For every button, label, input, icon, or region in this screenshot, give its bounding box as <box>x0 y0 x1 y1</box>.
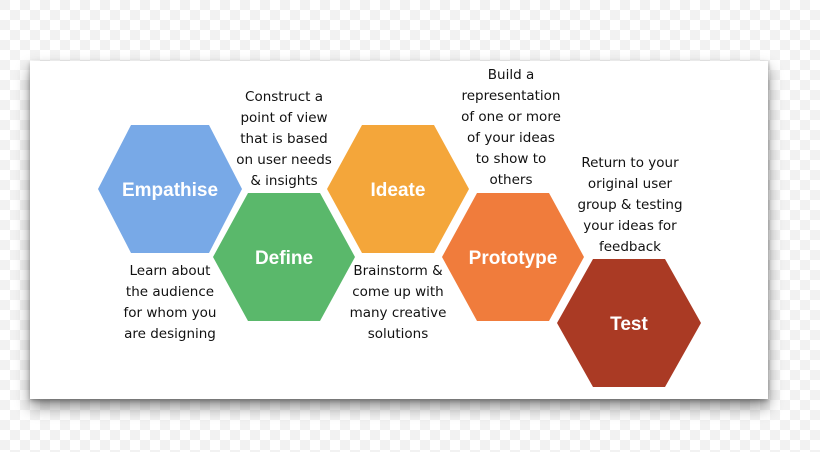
hex-prototype: Prototype <box>442 193 584 321</box>
hex-ideate: Ideate <box>327 125 469 253</box>
hex-define-label: Define <box>255 248 313 269</box>
hex-prototype-label: Prototype <box>469 248 558 269</box>
hex-prototype-shape <box>442 193 584 321</box>
ideate-description: Brainstorm & come up with many creative … <box>349 263 447 342</box>
hex-empathise-label: Empathise <box>122 180 218 201</box>
define-description: Construct a point of view that is based … <box>236 89 332 189</box>
empathise-description: Learn about the audience for whom you ar… <box>123 263 217 342</box>
hex-ideate-label: Ideate <box>371 180 426 201</box>
hex-ideate-shape <box>327 125 469 253</box>
hex-empathise-shape <box>98 125 242 253</box>
hex-test-shape <box>557 259 701 387</box>
hex-empathise: Empathise <box>98 125 242 253</box>
test-description: Return to your original user group & tes… <box>577 155 683 255</box>
hex-test: Test <box>557 259 701 387</box>
hex-define: Define <box>213 193 355 321</box>
hex-test-label: Test <box>610 314 648 335</box>
prototype-description: Build a representation of one or more of… <box>461 67 561 188</box>
hex-define-shape <box>213 193 355 321</box>
